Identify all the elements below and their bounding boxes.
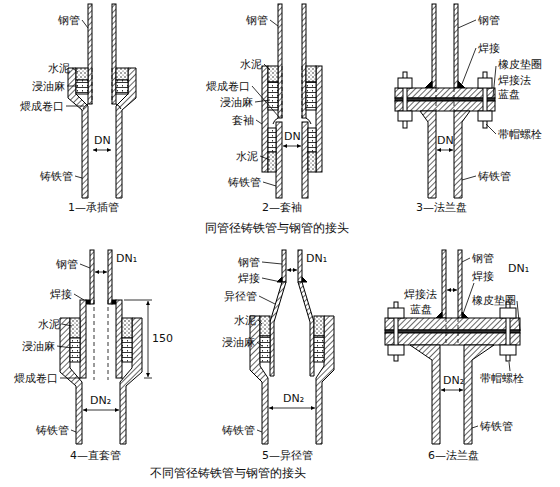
part-label: DN₁ <box>116 252 137 265</box>
part-label: 铸铁管 <box>480 420 513 433</box>
part-label: 焊接 <box>472 270 494 283</box>
part-label: 水泥 <box>236 150 258 163</box>
part-label: 煨成卷口 <box>206 80 250 93</box>
part-label: 钢管 <box>58 14 80 27</box>
part-label: 浸油麻 <box>32 80 65 93</box>
part-label: 铸铁管 <box>228 176 261 189</box>
part-label: 钢管 <box>472 252 494 265</box>
leader-lines <box>57 20 520 432</box>
part-label: 150 <box>152 332 173 345</box>
part-label: DN₁ <box>508 262 529 275</box>
part-label: 5—异径管 <box>262 449 313 462</box>
part-label: 6—法兰盘 <box>428 449 479 462</box>
part-label: 煨成卷口 <box>14 372 58 385</box>
part-label: DN <box>94 134 111 147</box>
part-label: 套袖 <box>232 114 254 127</box>
part-label: DN₂ <box>443 374 464 387</box>
part-label: 钢管 <box>238 256 260 269</box>
part-label: DN <box>284 130 301 143</box>
part-label: 浸油麻 <box>220 96 253 109</box>
part-label: DN₂ <box>90 394 111 407</box>
part-label: 浸油麻 <box>22 340 55 353</box>
part-label: 水泥 <box>234 314 256 327</box>
part-label: 铸铁管 <box>40 170 73 183</box>
part-label: 钢管 <box>246 14 268 27</box>
part-label: 铸铁管 <box>36 424 69 437</box>
part-label: 4—直套管 <box>70 449 121 462</box>
part-label: DN <box>437 134 454 147</box>
part-label: 蓝盘 <box>410 303 432 316</box>
part-label: 焊接 <box>238 272 260 285</box>
part-label: 铸铁管 <box>478 170 511 183</box>
part-label: 水泥 <box>240 58 262 71</box>
part-label: 焊接 <box>50 288 72 301</box>
part-label: 煨成卷口 <box>20 100 64 113</box>
figure-caption: 同管径铸铁管与钢管的接头 <box>205 221 349 235</box>
part-label: DN₂ <box>283 392 304 405</box>
part-label: 浸油麻 <box>222 336 255 349</box>
part-label: 2—套袖 <box>262 201 302 214</box>
part-label: 1—承插管 <box>68 201 119 214</box>
part-label: 焊接法 <box>404 288 437 301</box>
part-label: 焊接 <box>478 42 500 55</box>
figure-caption: 不同管径铸铁管与钢管的接头 <box>150 466 306 480</box>
part-label: 水泥 <box>38 318 60 331</box>
part-label: 带帽螺栓 <box>498 128 542 141</box>
part-label: 水泥 <box>48 62 70 75</box>
part-label: 铸铁管 <box>222 424 255 437</box>
part-label: 钢管 <box>56 258 78 271</box>
part-label: 异径管 <box>224 290 257 303</box>
part-label: 焊接法 <box>498 74 531 87</box>
part-label: 钢管 <box>478 14 500 27</box>
part-label: 橡皮垫圈 <box>472 294 516 307</box>
part-label: 带帽螺栓 <box>480 372 524 385</box>
part-label: DN₁ <box>306 252 327 265</box>
part-label: 3—法兰盘 <box>416 201 467 214</box>
part-label: 橡皮垫圈 <box>498 58 542 71</box>
part-label: 蓝盘 <box>498 88 520 101</box>
